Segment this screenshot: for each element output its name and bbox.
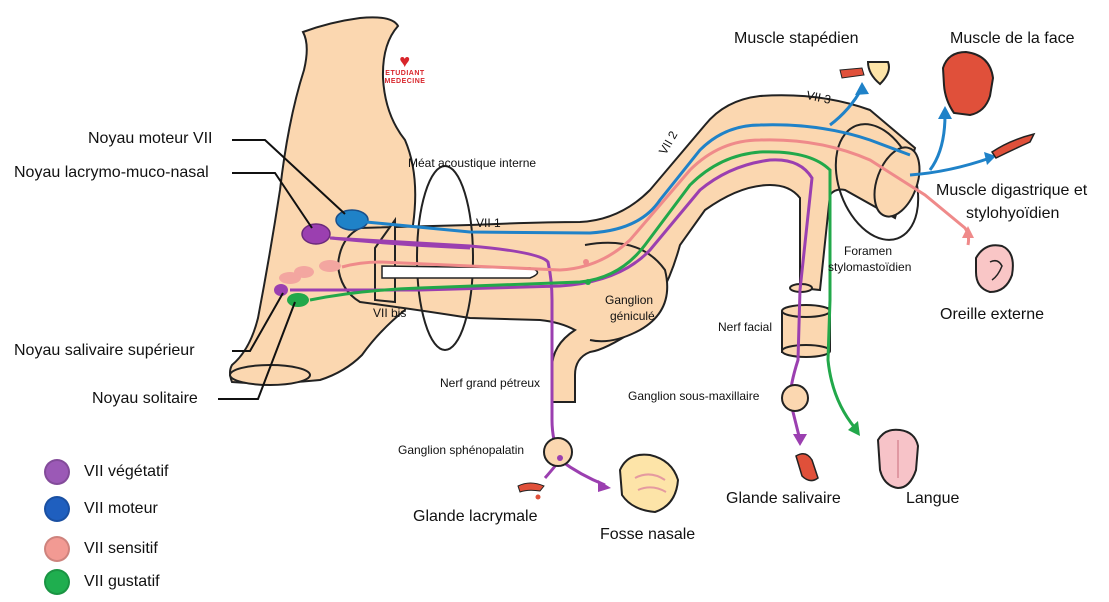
- legend-label-sensitif: VII sensitif: [84, 540, 158, 558]
- logo-line2: MEDECINE: [380, 78, 430, 86]
- label-ganglion-genicule-1: Ganglion: [605, 293, 653, 307]
- ganglion-sous-maxillaire-circle: [782, 385, 808, 411]
- heart-icon: ♥: [380, 52, 430, 70]
- label-noyau-moteur: Noyau moteur VII: [88, 130, 213, 148]
- digastrique-icon: [992, 134, 1034, 158]
- label-muscle-stapedien: Muscle stapédien: [734, 30, 859, 48]
- label-ganglion-sous-max: Ganglion sous-maxillaire: [628, 389, 759, 403]
- facial-cylinder-top: [782, 305, 830, 317]
- facial-cylinder-bottom: [782, 345, 830, 357]
- label-nerf-grand-petreux: Nerf grand pétreux: [440, 376, 540, 390]
- logo-line1: ETUDIANT: [380, 70, 430, 78]
- label-langue: Langue: [906, 490, 959, 508]
- stapedien-icon: [840, 62, 889, 84]
- geniculate-dot-1: [583, 259, 589, 265]
- arrow-stapedien: [855, 82, 869, 95]
- moteur-branch-digastrique: [910, 158, 990, 175]
- label-oreille-externe: Oreille externe: [940, 306, 1044, 324]
- legend-swatch-moteur: [44, 496, 70, 522]
- noyau-moteur-nucleus: [336, 210, 368, 230]
- legend-swatch-gustatif: [44, 569, 70, 595]
- label-vii1: VII 1: [476, 216, 501, 230]
- noyau-lacrymo-nucleus: [302, 224, 330, 244]
- sensitif-nucleus-2: [294, 266, 314, 278]
- ganglion-sphenopalatin-circle: [544, 438, 572, 466]
- label-noyau-lacrymo: Noyau lacrymo-muco-nasal: [14, 164, 209, 182]
- fosse-nasale-icon: [620, 455, 678, 512]
- face-muscle-icon: [943, 52, 993, 115]
- label-noyau-solitaire: Noyau solitaire: [92, 390, 198, 408]
- label-nerf-facial: Nerf facial: [718, 320, 772, 334]
- legend-item-gustatif: VII gustatif: [44, 568, 160, 596]
- glande-lacrymale-icon: [518, 483, 544, 500]
- label-muscle-digastrique-1: Muscle digastrique et: [936, 182, 1087, 200]
- legend-item-sensitif: VII sensitif: [44, 535, 158, 563]
- legend-label-moteur: VII moteur: [84, 500, 158, 518]
- moteur-branch-face: [930, 115, 945, 170]
- legend-swatch-vegetatif: [44, 459, 70, 485]
- label-muscle-face: Muscle de la face: [950, 30, 1075, 48]
- label-foramen-1: Foramen: [844, 244, 892, 258]
- label-ganglion-genicule-2: géniculé: [610, 309, 655, 323]
- label-glande-salivaire: Glande salivaire: [726, 490, 841, 508]
- legend-swatch-sensitif: [44, 536, 70, 562]
- noyau-salivaire-nucleus: [274, 284, 288, 296]
- label-viibis: VII bis: [373, 306, 406, 320]
- glande-salivaire-icon: [796, 454, 818, 481]
- ear-icon: [976, 245, 1013, 292]
- legend-label-vegetatif: VII végétatif: [84, 463, 169, 481]
- sensitif-nucleus-3: [319, 260, 341, 272]
- arrow-salivaire: [793, 434, 807, 446]
- arrow-fosse-nasale: [598, 480, 611, 492]
- logo: ♥ ETUDIANT MEDECINE: [380, 52, 430, 86]
- geniculate-dot-2: [585, 279, 591, 285]
- label-meat: Méat acoustique interne: [408, 156, 536, 170]
- legend-item-vegetatif: VII végétatif: [44, 458, 169, 486]
- ganglion-dot: [557, 455, 563, 461]
- langue-icon: [878, 430, 918, 488]
- label-ganglion-spheno: Ganglion sphénopalatin: [398, 443, 524, 457]
- label-muscle-digastrique-2: stylohyoïdien: [966, 205, 1059, 223]
- geniculate-ganglion-shape: [585, 243, 667, 341]
- noyau-solitaire-nucleus: [287, 293, 309, 307]
- legend-item-moteur: VII moteur: [44, 495, 158, 523]
- label-foramen-2: stylomastoïdien: [828, 260, 911, 274]
- label-glande-lacrymale: Glande lacrymale: [413, 508, 538, 526]
- label-noyau-salivaire: Noyau salivaire supérieur: [14, 342, 195, 360]
- label-fosse-nasale: Fosse nasale: [600, 526, 695, 544]
- legend-label-gustatif: VII gustatif: [84, 573, 160, 591]
